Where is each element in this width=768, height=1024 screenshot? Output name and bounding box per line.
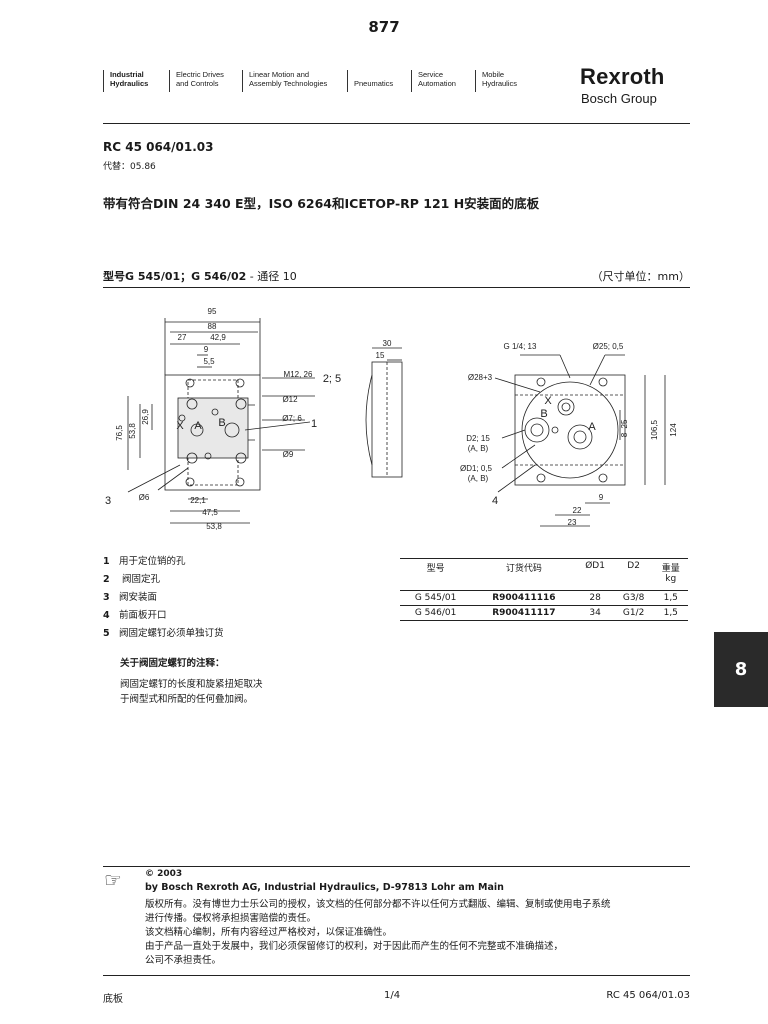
screw-note: 关于阀固定螺钉的注释： 阀固定螺钉的长度和旋紧扭矩取决 于阀型式和所配的任何叠加… <box>120 656 263 707</box>
dim-9-right: 9 <box>599 493 604 502</box>
label-d7: Ø7; 6 <box>282 414 302 423</box>
label-od1: ØD1; 0,5 <box>460 464 493 473</box>
dim-26-9: 26,9 <box>141 409 150 425</box>
port-b-circle-right <box>524 417 550 443</box>
nav-mobile-hydraulics[interactable]: Mobile Hydraulics <box>475 70 517 92</box>
screw-note-line: 于阀型式和所配的任何叠加阀。 <box>120 694 254 705</box>
nav-electric-drives[interactable]: Electric Drives and Controls <box>169 70 224 92</box>
page-title: 带有符合DIN 24 340 E型，ISO 6264和ICETOP-RP 121… <box>103 196 540 211</box>
section-tab[interactable]: 8 <box>714 632 768 707</box>
dim-53-8-v: 53,8 <box>128 423 137 439</box>
col-order-code: 订货代码 <box>471 558 577 591</box>
label-od1-ab: (A, B) <box>468 474 489 483</box>
label-1: 1 <box>311 418 317 430</box>
dim-25: 25 <box>620 419 629 428</box>
dim-22: 22 <box>573 506 582 515</box>
dim-95: 95 <box>208 307 217 316</box>
dimension-drawing: 95 88 27 42,9 9 5,5 76,5 53,8 26,9 22,1 … <box>105 307 678 531</box>
copyright-year: © 2003 <box>145 869 183 879</box>
label-b-left: B <box>218 417 225 429</box>
header-divider <box>103 123 690 124</box>
dim-47-5: 47,5 <box>202 508 218 517</box>
copyright-text: 版权所有。没有博世力士乐公司的授权，该文档的任何部分都不许以任何方式翻版、编辑、… <box>145 899 611 966</box>
dim-8: 8 <box>620 432 629 437</box>
dim-5-5: 5,5 <box>203 357 215 366</box>
dim-88: 88 <box>208 322 217 331</box>
dim-53-8-h: 53,8 <box>206 522 222 531</box>
dim-106-5: 106,5 <box>650 419 659 440</box>
dim-30: 30 <box>383 339 392 348</box>
screw-note-line: 阀固定螺钉的长度和旋紧扭矩取决 <box>120 679 263 690</box>
footer-right: RC 45 064/01.03 <box>606 990 690 1001</box>
label-d9: Ø9 <box>283 450 294 459</box>
col-od1: ØD1 <box>576 558 614 591</box>
footer-left: 底板 <box>103 994 123 1005</box>
label-d6: Ø6 <box>139 493 150 502</box>
plate-body-outline <box>164 374 261 491</box>
table-row: G 545/01 R900411116 28 G3/8 1,5 <box>400 590 688 606</box>
footer-page: 1/4 <box>384 990 401 1001</box>
label-d12: Ø12 <box>282 395 298 404</box>
nav-linear-motion[interactable]: Linear Motion and Assembly Technologies <box>242 70 327 92</box>
port-a-circle <box>190 423 204 437</box>
col-model: 型号 <box>400 558 472 591</box>
page-number: 877 <box>368 18 400 36</box>
label-a-left: A <box>194 420 202 432</box>
legend-item: 2 阀固定孔 <box>103 574 161 585</box>
nav-pneumatics[interactable]: Pneumatics <box>347 70 393 92</box>
label-d2-ab: (A, B) <box>468 444 489 453</box>
pointing-hand-icon: ☞ <box>104 868 122 892</box>
dim-15: 15 <box>376 351 385 360</box>
col-d2: D2 <box>613 558 654 591</box>
type-line: 型号G 545/01；G 546/02 - 通径 10 <box>103 268 297 284</box>
port-b-circle <box>224 422 240 438</box>
label-x-left: X <box>176 420 184 432</box>
col-weight: 重量 kg <box>653 558 688 591</box>
label-3: 3 <box>105 495 111 507</box>
front-face-circle <box>521 381 619 479</box>
table-row: G 546/01 R900411117 34 G1/2 1,5 <box>400 605 688 621</box>
nav-industrial-hydraulics[interactable]: Industrial Hydraulics <box>103 70 148 92</box>
dim-42-9: 42,9 <box>210 333 226 342</box>
label-d2: D2; 15 <box>466 434 490 443</box>
order-table: 型号 订货代码 ØD1 D2 重量 kg G 545/01 R900411116… <box>400 558 688 621</box>
dim-27: 27 <box>178 333 187 342</box>
rexroth-logo: Rexroth <box>580 64 665 89</box>
label-d25: Ø25; 0,5 <box>593 342 624 351</box>
bosch-group-logo: Bosch Group <box>581 91 657 106</box>
dim-124: 124 <box>669 423 678 437</box>
type-line-divider <box>103 287 690 288</box>
label-4: 4 <box>492 495 498 507</box>
label-m12: M12, 26 <box>284 370 313 379</box>
screw-note-heading: 关于阀固定螺钉的注释： <box>120 658 225 669</box>
unit-note: （尺寸单位：mm） <box>591 270 690 283</box>
type-line-size: - 通径 10 <box>246 270 297 283</box>
label-2-5: 2; 5 <box>323 373 341 385</box>
dim-9: 9 <box>204 345 209 354</box>
footer-divider <box>103 975 690 976</box>
type-line-models: 型号G 545/01；G 546/02 <box>103 270 247 283</box>
copyright-company: by Bosch Rexroth AG, Industrial Hydrauli… <box>145 882 504 893</box>
label-b-right: B <box>540 408 547 420</box>
supersedes-note: 代替：05.86 <box>103 162 156 172</box>
dim-76-5: 76,5 <box>115 425 124 441</box>
document-id: RC 45 064/01.03 <box>103 140 214 154</box>
dim-22-1: 22,1 <box>190 496 206 505</box>
label-x-right: X <box>544 395 552 407</box>
right-plate-outline <box>514 374 626 486</box>
label-d28: Ø28+3 <box>468 373 493 382</box>
label-g14: G 1/4; 13 <box>504 342 537 351</box>
label-a-right: A <box>588 421 596 433</box>
copyright-divider <box>103 866 690 867</box>
nav-service-automation[interactable]: Service Automation <box>411 70 456 92</box>
dim-23: 23 <box>568 518 577 527</box>
port-a-circle-right <box>567 424 593 450</box>
